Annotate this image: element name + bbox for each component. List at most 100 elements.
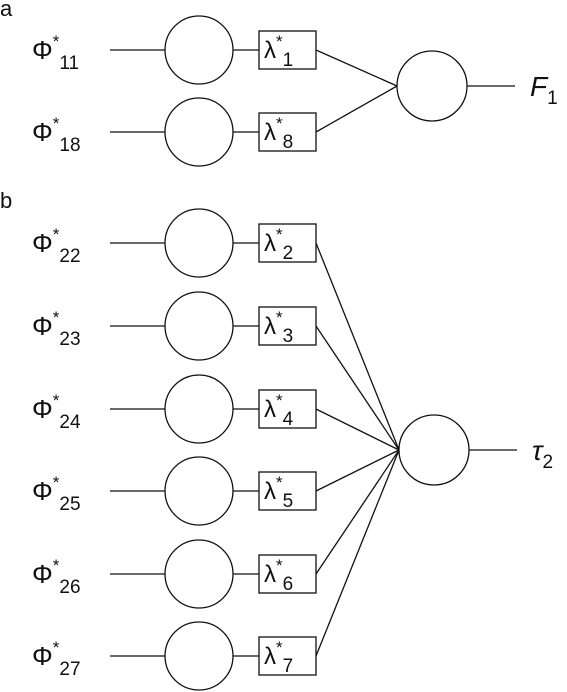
loading-box xyxy=(258,636,317,676)
lambda-symbol: λ xyxy=(264,37,276,64)
panel-letter: a xyxy=(0,0,13,21)
lambda-star: * xyxy=(276,225,283,244)
phi-symbol: Φ xyxy=(32,311,53,341)
lambda-subscript: 1 xyxy=(283,50,294,71)
lambda-symbol: λ xyxy=(264,313,276,340)
lambda-symbol: λ xyxy=(264,230,276,257)
indicator-label: Φ* 22 xyxy=(32,225,81,267)
indicator-node xyxy=(164,621,234,691)
indicator-label: Φ* 27 xyxy=(32,638,81,680)
phi-subscript: 22 xyxy=(59,246,80,267)
indicator-node xyxy=(164,456,234,526)
phi-subscript: 26 xyxy=(59,577,80,598)
indicator-label: Φ* 26 xyxy=(32,556,81,598)
output-subscript: 1 xyxy=(547,88,558,109)
phi-star: * xyxy=(53,32,60,51)
lambda-subscript: 8 xyxy=(283,132,294,153)
indicator-label: Φ* 24 xyxy=(32,391,81,433)
loading-box xyxy=(258,471,317,511)
lambda-symbol: λ xyxy=(264,396,276,423)
phi-star: * xyxy=(53,308,60,327)
loading-label: λ*5 xyxy=(264,473,293,512)
lambda-subscript: 6 xyxy=(283,574,294,595)
phi-symbol: Φ xyxy=(32,641,53,671)
output-node xyxy=(398,414,470,486)
phi-symbol: Φ xyxy=(32,228,53,258)
loading-label: λ*2 xyxy=(264,225,293,264)
path-line xyxy=(315,449,400,657)
lambda-subscript: 5 xyxy=(283,491,294,512)
output-label: F1 xyxy=(530,71,558,109)
lambda-subscript: 3 xyxy=(283,326,294,347)
path-line xyxy=(315,49,398,87)
output-subscript: 2 xyxy=(542,452,553,473)
output-label: τ2 xyxy=(532,435,553,473)
indicator-node xyxy=(164,291,234,361)
loading-box xyxy=(258,112,317,152)
phi-subscript: 11 xyxy=(59,53,79,74)
lambda-symbol: λ xyxy=(264,119,276,146)
phi-star: * xyxy=(53,225,60,244)
phi-subscript: 25 xyxy=(59,494,80,515)
path-line xyxy=(315,449,400,575)
phi-symbol: Φ xyxy=(32,559,53,589)
indicator-node xyxy=(164,97,234,167)
path-line xyxy=(315,242,400,451)
lambda-star: * xyxy=(276,391,283,410)
loading-label: λ*4 xyxy=(264,391,294,430)
output-symbol: F xyxy=(530,71,549,102)
phi-star: * xyxy=(53,638,60,657)
lambda-star: * xyxy=(276,308,283,327)
lambda-symbol: λ xyxy=(264,561,276,588)
phi-symbol: Φ xyxy=(32,117,53,147)
lambda-star: * xyxy=(276,473,283,492)
phi-subscript: 18 xyxy=(59,135,80,156)
lambda-star: * xyxy=(276,114,283,133)
phi-subscript: 24 xyxy=(59,412,81,433)
path-line xyxy=(315,449,400,492)
phi-symbol: Φ xyxy=(32,35,53,65)
lambda-symbol: λ xyxy=(264,643,276,670)
path-line xyxy=(315,85,398,133)
output-symbol: τ xyxy=(532,435,544,466)
loading-box xyxy=(258,554,317,594)
phi-subscript: 23 xyxy=(59,329,80,350)
indicator-node xyxy=(164,374,234,444)
panel-letter: b xyxy=(0,188,12,213)
path-line xyxy=(315,325,400,451)
phi-star: * xyxy=(53,473,60,492)
phi-symbol: Φ xyxy=(32,394,53,424)
output-node xyxy=(396,50,468,122)
indicator-label: Φ* 25 xyxy=(32,473,81,515)
indicator-label: Φ* 11 xyxy=(32,32,79,74)
indicator-node xyxy=(164,15,234,85)
lambda-star: * xyxy=(276,32,283,51)
loading-box xyxy=(258,223,317,263)
phi-star: * xyxy=(53,391,60,410)
loading-label: λ*8 xyxy=(264,114,293,153)
lambda-subscript: 4 xyxy=(283,409,294,430)
phi-star: * xyxy=(53,556,60,575)
lambda-symbol: λ xyxy=(264,478,276,505)
loading-label: λ*3 xyxy=(264,308,293,347)
indicator-node xyxy=(164,208,234,278)
phi-subscript: 27 xyxy=(59,659,80,680)
lambda-subscript: 2 xyxy=(283,243,294,264)
lambda-star: * xyxy=(276,638,283,657)
indicator-label: Φ* 18 xyxy=(32,114,81,156)
indicator-node xyxy=(164,539,234,609)
phi-symbol: Φ xyxy=(32,476,53,506)
loading-box xyxy=(258,306,317,346)
phi-star: * xyxy=(53,114,60,133)
path-line xyxy=(315,408,400,451)
